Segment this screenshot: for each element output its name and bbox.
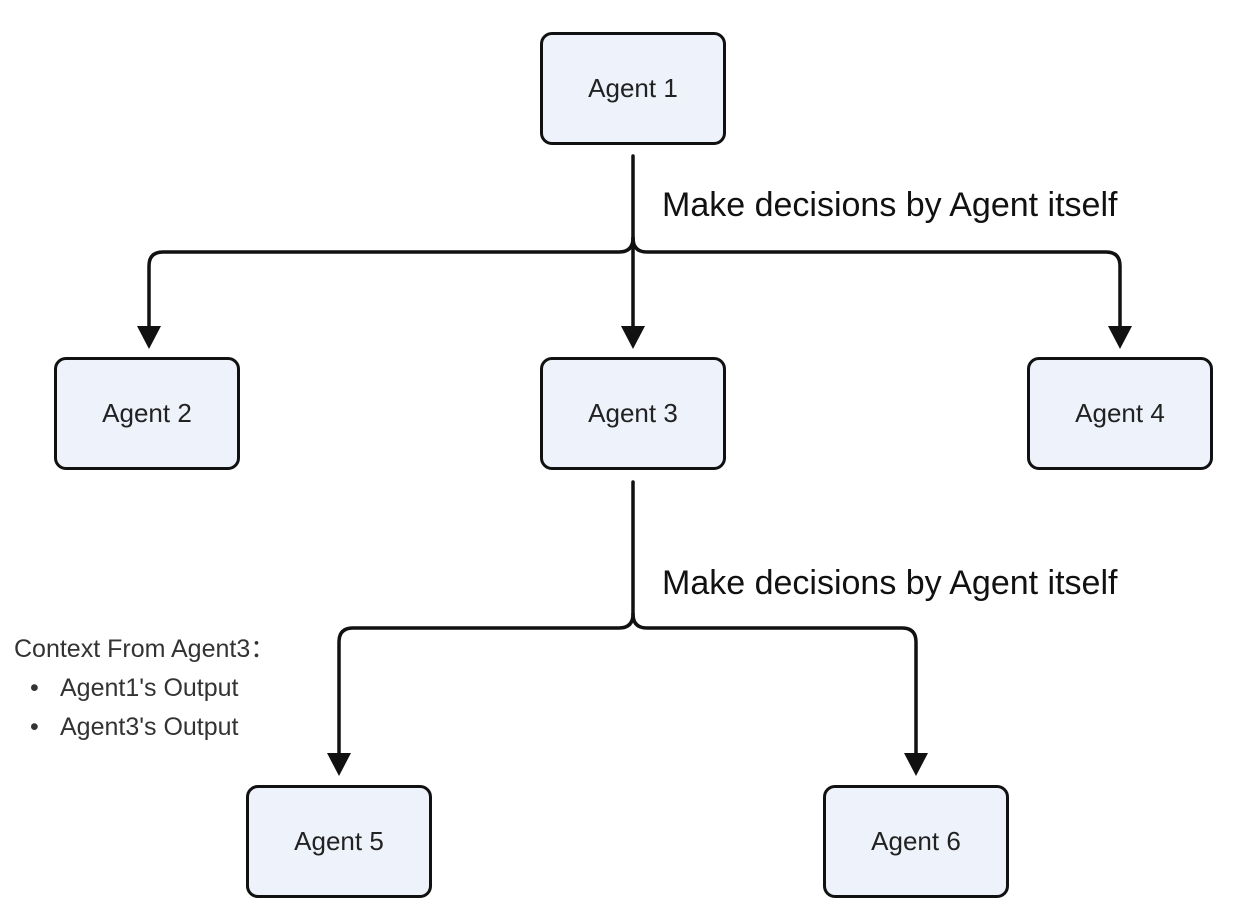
node-label: Agent 3	[588, 398, 678, 428]
connector-agent1-to-agent2	[147, 236, 635, 330]
arrowhead-agent5	[327, 753, 351, 776]
node-label: Agent 6	[871, 826, 961, 856]
bullet-icon: •	[30, 713, 39, 741]
node-agent-2: Agent 2	[54, 357, 240, 470]
node-label: Agent 5	[294, 826, 384, 856]
arrowhead-agent2	[137, 326, 161, 349]
context-list-item: • Agent3's Output	[30, 708, 275, 747]
connector-agent3-to-agent5	[337, 612, 635, 757]
edge-label-middle: Make decisions by Agent itself	[662, 564, 1118, 602]
node-agent-5: Agent 5	[246, 785, 432, 898]
node-agent-6: Agent 6	[823, 785, 1009, 898]
connector-agent1-to-agent4	[631, 236, 1122, 330]
node-agent-1: Agent 1	[540, 32, 726, 145]
arrowhead-agent6	[904, 753, 928, 776]
context-list: • Agent1's Output • Agent3's Output	[14, 669, 275, 747]
context-title: Context From Agent3：	[14, 635, 276, 663]
arrowhead-agent3	[621, 326, 645, 349]
node-label: Agent 1	[588, 73, 678, 103]
node-label: Agent 2	[102, 398, 192, 428]
context-item-text: Agent3's Output	[60, 713, 239, 741]
node-agent-3: Agent 3	[540, 357, 726, 470]
connector-agent3-to-agent6	[631, 612, 918, 757]
arrowhead-agent4	[1108, 326, 1132, 349]
context-list-item: • Agent1's Output	[30, 669, 275, 708]
edge-label-top: Make decisions by Agent itself	[662, 186, 1118, 224]
context-item-text: Agent1's Output	[60, 674, 239, 702]
node-agent-4: Agent 4	[1027, 357, 1213, 470]
bullet-icon: •	[30, 674, 39, 702]
context-note: Context From Agent3： • Agent1's Output •…	[14, 630, 275, 747]
node-label: Agent 4	[1075, 398, 1165, 428]
